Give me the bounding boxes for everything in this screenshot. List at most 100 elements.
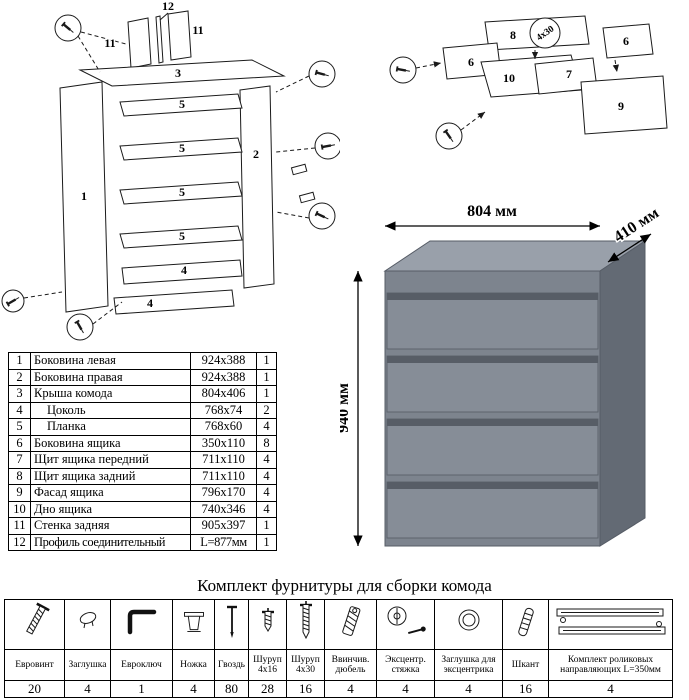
- part-size: 711x110: [190, 451, 257, 469]
- hardware-name: Евровинт: [4, 649, 65, 681]
- part-size: 768x60: [190, 418, 257, 436]
- screw-4x30-icon: [286, 599, 325, 650]
- hex-key-icon: [110, 599, 173, 650]
- part-label-5: 5: [179, 97, 185, 111]
- part-name: Боковина ящика: [30, 434, 191, 452]
- part-name: Боковина левая: [30, 352, 191, 370]
- parts-table: 1 Боковина левая 924x388 1 2 Боковина пр…: [8, 352, 277, 551]
- part-qty: 4: [256, 484, 277, 502]
- hardware-kit-title: Комплект фурнитуры для сборки комода: [197, 576, 492, 595]
- part-size: 711x110: [190, 467, 257, 485]
- drawer-exploded-diagram: 4x30 8 6 6 10 7 9: [389, 15, 668, 150]
- hardware-name: Заглушка для эксцентрика: [434, 649, 503, 681]
- table-row: 7 Щит ящика передний 711x110 4: [8, 451, 277, 469]
- part-qty: 1: [256, 533, 277, 551]
- part-size: 804x406: [190, 385, 257, 403]
- hardware-qty: 4: [172, 680, 215, 698]
- part-number: 2: [8, 368, 31, 386]
- hardware-qty: 4: [434, 680, 503, 698]
- table-row: 3 Крыша комода 804x406 1: [8, 385, 277, 403]
- hardware-name: Ввинчив. дюбель: [324, 649, 377, 681]
- cam-lock-icon: [376, 599, 435, 650]
- fastener-callouts: 4x30: [389, 17, 561, 150]
- nail-icon: [214, 599, 249, 650]
- part-qty: 1: [256, 352, 277, 370]
- part-label-2: 2: [253, 147, 259, 161]
- part-qty: 4: [256, 418, 277, 436]
- part-name: Дно ящика: [30, 500, 191, 518]
- depth-dimension-label: 410 мм: [611, 204, 662, 245]
- screw-4x16-icon: [248, 599, 287, 650]
- leg-icon: [172, 599, 215, 650]
- cam-cap-icon: [434, 599, 503, 650]
- table-row: 11 Стенка задняя 905x397 1: [8, 517, 277, 535]
- hardware-qty: 20: [4, 680, 65, 698]
- drawer-fronts: [386, 292, 599, 539]
- part-qty: 1: [256, 517, 277, 535]
- hardware-qty: 16: [502, 680, 549, 698]
- part-qty: 4: [256, 500, 277, 518]
- hardware-name: Эксцентр. стяжка: [376, 649, 435, 681]
- cap-icon: [64, 599, 111, 650]
- part-name: Щит ящика задний: [30, 467, 191, 485]
- table-row: 5 Планка 768x60 4: [8, 418, 277, 436]
- hardware-qty: 4: [324, 680, 377, 698]
- part-name: Планка: [30, 418, 191, 436]
- part-size: 740x346: [190, 500, 257, 518]
- table-row: 6 Боковина ящика 350x110 8: [8, 434, 277, 452]
- part-label-4: 4: [147, 296, 153, 310]
- part-size: 924x388: [190, 368, 257, 386]
- part-size: 796x170: [190, 484, 257, 502]
- part-size: 768x74: [190, 401, 257, 419]
- fastener-callouts: [1, 14, 340, 341]
- hardware-name: Евроключ: [110, 649, 173, 681]
- hardware-qty: 4: [548, 680, 673, 698]
- part-number: 12: [8, 533, 31, 551]
- hardware-icon-row: [4, 599, 673, 650]
- part-name: Фасад ящика: [30, 484, 191, 502]
- part-label-5: 5: [179, 141, 185, 155]
- part-qty: 4: [256, 467, 277, 485]
- part-number: 5: [8, 418, 31, 436]
- hardware-name: Гвоздь: [214, 649, 249, 681]
- part-label-6: 6: [468, 55, 474, 69]
- hardware-qty-row: 20 4 1 4 80 28 16 4 4 4 16 4: [4, 680, 673, 698]
- part-size: L=877мм: [190, 533, 257, 551]
- part-qty: 1: [256, 385, 277, 403]
- part-qty: 2: [256, 401, 277, 419]
- part-label-11: 11: [192, 23, 203, 37]
- part-name: Боковина правая: [30, 368, 191, 386]
- table-row: 1 Боковина левая 924x388 1: [8, 352, 277, 370]
- hardware-qty: 4: [376, 680, 435, 698]
- part-label-1: 1: [81, 189, 87, 203]
- part-label-3: 3: [175, 66, 181, 80]
- part-name: Щит ящика передний: [30, 451, 191, 469]
- hardware-qty: 28: [248, 680, 287, 698]
- hardware-qty: 16: [286, 680, 325, 698]
- part-label-7: 7: [566, 67, 572, 81]
- chest-body: [383, 240, 647, 547]
- height-dimension-label: 940 мм: [340, 383, 352, 433]
- hardware-name: Комплект роликовых направляющих L=350мм: [548, 649, 673, 681]
- part-label-6: 6: [623, 34, 629, 48]
- hardware-name: Ножка: [172, 649, 215, 681]
- part-name: Крыша комода: [30, 385, 191, 403]
- hardware-qty: 1: [110, 680, 173, 698]
- part-label-5: 5: [179, 229, 185, 243]
- part-number: 7: [8, 451, 31, 469]
- chest-3d-view: 804 мм 410 мм 940 мм: [340, 202, 664, 547]
- part-label-9: 9: [618, 99, 624, 113]
- part-number: 9: [8, 484, 31, 502]
- eurovint-icon: [4, 599, 65, 650]
- table-row: 2 Боковина правая 924x388 1: [8, 368, 277, 386]
- part-size: 924x388: [190, 352, 257, 370]
- dimension-lines: [353, 221, 652, 546]
- part-label-11: 11: [104, 36, 115, 50]
- hardware-table: Евровинт Заглушка Евроключ Ножка Гвоздь …: [4, 599, 673, 698]
- table-row: 10 Дно ящика 740x346 4: [8, 500, 277, 518]
- hardware-name-row: Евровинт Заглушка Евроключ Ножка Гвоздь …: [4, 649, 673, 681]
- table-row: 8 Щит ящика задний 711x110 4: [8, 467, 277, 485]
- part-qty: 8: [256, 434, 277, 452]
- part-name: Профиль соединительный: [30, 533, 191, 551]
- part-number: 11: [8, 517, 31, 535]
